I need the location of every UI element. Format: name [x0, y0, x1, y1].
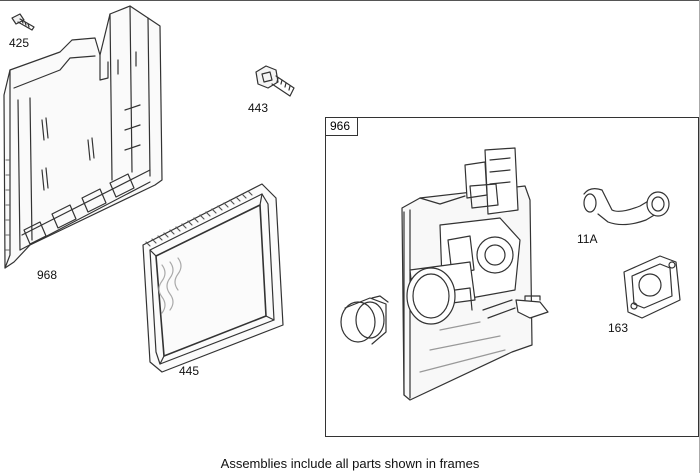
bolt-443-drawing	[255, 65, 295, 97]
elbow-tube-11a-drawing	[583, 188, 670, 226]
assembly-frame-tag: 966	[325, 117, 358, 136]
air-cleaner-base-968-drawing	[3, 5, 163, 269]
air-filter-445-drawing	[142, 183, 284, 373]
part-number-966: 966	[330, 119, 351, 133]
part-number-445: 445	[179, 364, 200, 378]
assembly-caption: Assemblies include all parts shown in fr…	[220, 456, 480, 471]
carburetor-assembly-drawing	[401, 147, 549, 401]
part-number-11a: 11A	[577, 232, 598, 246]
part-number-443: 443	[248, 101, 269, 115]
choke-cup-drawing	[340, 295, 389, 345]
gasket-163-drawing	[623, 255, 681, 319]
part-number-425: 425	[9, 36, 30, 50]
assembly-frame-966	[325, 117, 699, 437]
part-number-163: 163	[608, 321, 629, 335]
top-border	[0, 0, 700, 1]
part-number-968: 968	[37, 268, 58, 282]
screw-425-drawing	[11, 13, 35, 31]
